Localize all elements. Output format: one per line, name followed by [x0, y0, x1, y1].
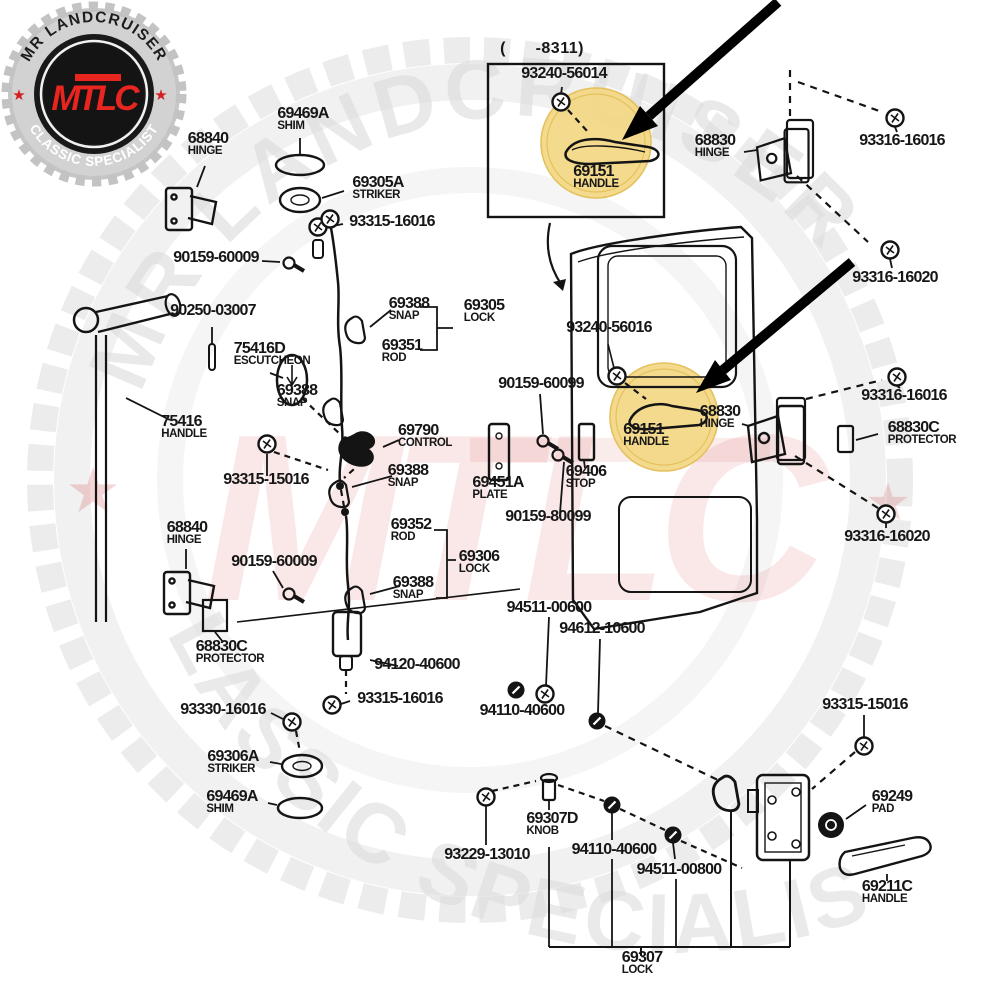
pad-art [818, 812, 844, 838]
annotation-arrow-1 [622, 0, 782, 140]
watermark-center-logo: MTLC [204, 386, 832, 651]
stop-art [577, 422, 596, 462]
highlight-circle-door [609, 362, 719, 472]
inset-box [486, 62, 666, 219]
outer-handle-art [838, 836, 932, 876]
rear-lock-art [755, 773, 811, 862]
striker-art [278, 186, 322, 214]
protector-art [201, 598, 229, 633]
control-art [338, 431, 376, 467]
badge-logo-text: MTLC [51, 79, 140, 118]
inset-box-header: ( -8311) [500, 40, 584, 57]
plate-art [487, 422, 511, 482]
bottom-bracket [549, 812, 791, 956]
badge-star-right: ★ [154, 87, 167, 104]
highlight-circle-top [540, 87, 652, 199]
mlc-badge: MTLC MR LANDCRUISER CLASSIC SPECIALIST ★… [1, 1, 187, 187]
escutcheon-art [275, 353, 309, 407]
diagram-linework [72, 62, 932, 956]
inset-handle-art [564, 137, 660, 166]
door-handle-art [628, 403, 708, 431]
watermark-star-left: ★ [65, 457, 121, 526]
shim-art [274, 153, 326, 177]
annotation-arrow-2 [696, 258, 856, 393]
badge-star-left: ★ [12, 87, 25, 104]
door-panel-art [569, 225, 759, 631]
interior-handle-art [72, 306, 100, 334]
knob-art [539, 772, 559, 784]
bracket-lock-upper [420, 306, 453, 351]
